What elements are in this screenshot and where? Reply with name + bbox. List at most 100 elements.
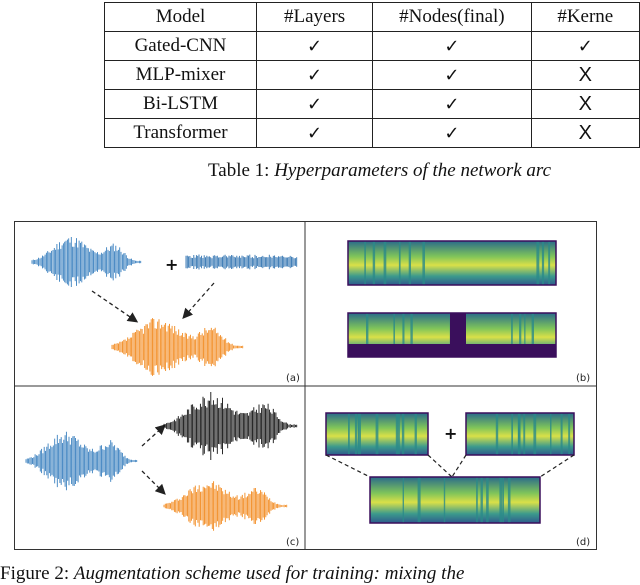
checkmark-icon: ✓: [255, 31, 374, 61]
mixed-waveform-a: [111, 318, 244, 376]
spectrogram-stripe: [402, 313, 405, 357]
spectrogram-stripe: [417, 477, 421, 523]
dash-d4: [539, 454, 575, 478]
table-row: MLP-mixer ✓ ✓ X: [104, 60, 640, 90]
spectrogram-d-left: [325, 412, 429, 456]
spectrogram-stripe: [560, 413, 563, 455]
spectrogram-d-right: [465, 412, 575, 456]
panel-label-a: (a): [286, 373, 300, 384]
spectrogram-stripe: [408, 241, 411, 285]
arrow-a-left: [91, 290, 139, 323]
header-kernel: #Kerne: [530, 2, 640, 32]
spectrogram-stripe: [511, 313, 513, 357]
clean-waveform-c: [25, 431, 138, 491]
spectrogram-stripe: [476, 477, 478, 523]
spectrogram-stripe: [395, 413, 398, 455]
dash-d3: [451, 454, 467, 478]
panel-label-b: (b): [576, 373, 590, 384]
waveform-trace: [163, 392, 298, 460]
spectrogram-stripe: [354, 413, 358, 455]
model-name: Transformer: [104, 118, 257, 148]
spectrogram-stripe: [519, 313, 522, 357]
noise-waveform-a: [185, 254, 298, 270]
spectrogram-stripe: [548, 241, 551, 285]
spectrogram-stripe: [422, 241, 425, 285]
spectrogram-stripe: [511, 413, 513, 455]
cross-icon: X: [530, 118, 640, 148]
spectrogram-stripe: [499, 477, 503, 523]
spectrogram-stripe: [348, 413, 350, 455]
spectrogram-frame: [347, 240, 557, 286]
spectrogram-stripe: [507, 477, 511, 523]
checkmark-icon: ✓: [372, 118, 532, 148]
table-row: Bi-LSTM ✓ ✓ X: [104, 89, 640, 119]
spectrogram-frame: [369, 476, 541, 524]
table-header-row: Model #Layers #Nodes(final) #Kerne: [104, 2, 640, 32]
spectrogram-stripe: [410, 313, 413, 357]
spectrogram-stripe: [495, 413, 499, 455]
spectrogram-stripe: [357, 413, 360, 455]
hyperparameter-table: Model #Layers #Nodes(final) #Kerne Gated…: [104, 2, 640, 148]
spectrogram-stripe: [372, 241, 376, 285]
figure-caption-prefix: Figure 2:: [0, 563, 74, 584]
spectrogram-stripe: [443, 477, 446, 523]
cross-icon: X: [530, 89, 640, 119]
spectrogram-stripe: [524, 313, 526, 357]
panel-label-d: (d): [576, 537, 590, 548]
spectrogram-stripe: [502, 477, 504, 523]
arrow-c-up: [141, 424, 166, 447]
spectrogram-stripe: [401, 413, 405, 455]
header-layers: #Layers: [255, 2, 374, 32]
spectrogram-stripe: [486, 477, 489, 523]
checkmark-icon: ✓: [255, 60, 374, 90]
spectrogram-b-top: [347, 240, 557, 286]
spectrogram-stripe: [523, 413, 526, 455]
arrow-c-down: [141, 470, 166, 495]
waveform-trace: [163, 481, 288, 531]
spectrogram-body: [348, 241, 556, 285]
panel-grid: [14, 221, 597, 550]
cross-icon: X: [530, 60, 640, 90]
augmentation-figure: + (a) (b) (c) + (d): [14, 221, 597, 550]
spectrogram-frame: [465, 412, 575, 456]
checkmark-icon: ✓: [372, 89, 532, 119]
spectrogram-frame: [347, 312, 557, 358]
spectrogram-stripe: [550, 413, 552, 455]
spectrogram-mask: [450, 313, 466, 357]
spectrogram-stripe: [397, 413, 400, 455]
plus-sign-a: +: [165, 255, 178, 274]
spectrogram-stripe: [533, 413, 537, 455]
spectrogram-stripe: [393, 313, 395, 357]
table-caption-italic: Hyperparameters of the network arc: [274, 160, 552, 181]
figure-caption-italic: Augmentation scheme used for training: m…: [73, 563, 465, 584]
dash-d2: [427, 454, 453, 478]
orange-waveform-c: [163, 481, 288, 531]
panel-label-c: (c): [286, 537, 299, 548]
plus-sign-d: +: [444, 424, 457, 443]
waveform-trace: [31, 237, 142, 287]
spectrogram-stripe: [402, 477, 404, 523]
spectrogram-stripe: [531, 313, 534, 357]
checkmark-icon: ✓: [372, 60, 532, 90]
spectrogram-frame: [325, 412, 429, 456]
spectrogram-stripe: [480, 477, 483, 523]
model-name: MLP-mixer: [104, 60, 257, 90]
checkmark-icon: ✓: [372, 31, 532, 61]
spectrogram-stripe: [383, 241, 387, 285]
spectrogram-stripe: [541, 241, 545, 285]
waveform-trace: [185, 254, 298, 270]
figure-caption: Figure 2: Augmentation scheme used for t…: [0, 563, 464, 585]
table-caption: Table 1: Hyperparameters of the network …: [208, 160, 551, 182]
checkmark-icon: ✓: [255, 118, 374, 148]
model-name: Bi-LSTM: [104, 89, 257, 119]
arrow-a-right: [182, 282, 215, 319]
spectrogram-stripe: [375, 413, 379, 455]
table-caption-prefix: Table 1:: [208, 160, 275, 181]
waveform-trace: [25, 431, 138, 491]
waveform-trace: [111, 318, 244, 376]
spectrogram-stripe: [366, 313, 369, 357]
spectrogram-stripe: [536, 241, 540, 285]
spectrogram-stripe: [364, 241, 366, 285]
table-row: Transformer ✓ ✓ X: [104, 118, 640, 148]
header-nodes: #Nodes(final): [372, 2, 532, 32]
